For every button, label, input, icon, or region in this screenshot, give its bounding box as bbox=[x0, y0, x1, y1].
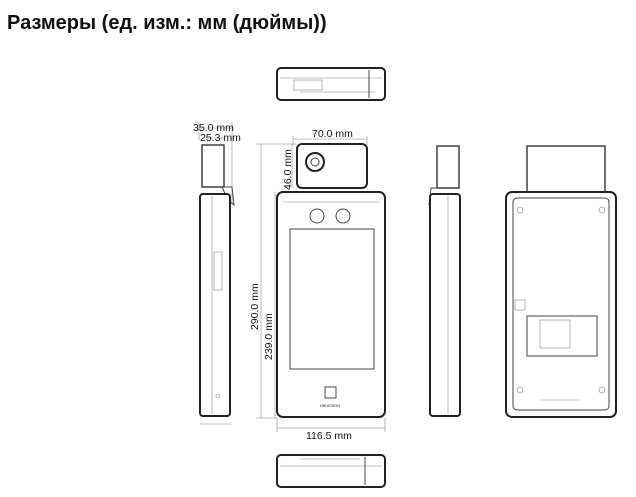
top-view bbox=[276, 67, 386, 101]
card-reader-area bbox=[324, 386, 337, 399]
dim-camera-width: 70.0 mm bbox=[312, 128, 353, 140]
left-side-view: 35.0 mm 25.3 mm bbox=[193, 122, 241, 425]
dim-side-depth-total: 35.0 mm bbox=[193, 122, 234, 134]
device-body bbox=[276, 191, 386, 418]
dim-camera-height: 46.0 mm bbox=[282, 149, 294, 190]
dim-total-height: 290.0 mm bbox=[249, 283, 261, 330]
front-view: 70.0 mm 46.0 mm HIKVISION 290.0 mm 239.0… bbox=[249, 128, 386, 442]
dim-body-height: 239.0 mm bbox=[263, 313, 275, 360]
back-view bbox=[505, 145, 617, 418]
brand-logo: HIKVISION bbox=[320, 403, 340, 408]
dim-side-depth-body: 25.3 mm bbox=[200, 132, 241, 144]
dim-body-width: 116.5 mm bbox=[306, 430, 352, 442]
touch-screen bbox=[289, 228, 375, 370]
page-title: Размеры (ед. изм.: мм (дюймы)) bbox=[7, 12, 327, 34]
bottom-view bbox=[276, 454, 386, 488]
right-side-view bbox=[428, 145, 461, 417]
